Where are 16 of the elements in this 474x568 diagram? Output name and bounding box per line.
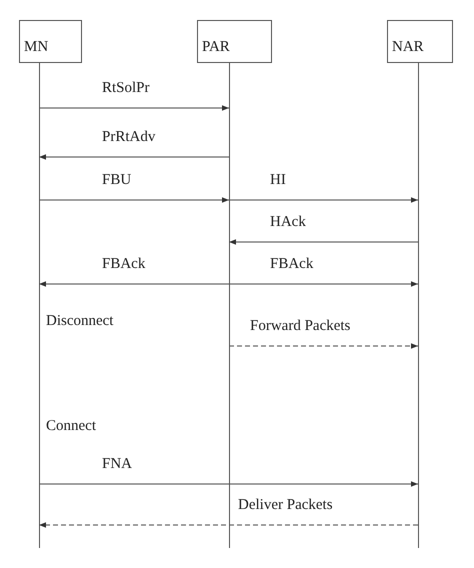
arrow <box>38 154 230 160</box>
arrow <box>38 481 418 487</box>
participant-name: MN <box>24 39 48 56</box>
state-note: Connect <box>46 418 96 435</box>
arrow <box>38 105 230 111</box>
arrow <box>38 197 230 203</box>
participant-name: NAR <box>392 39 424 56</box>
state-note: Disconnect <box>46 313 114 330</box>
arrow <box>38 281 230 287</box>
arrow <box>228 197 418 203</box>
arrow <box>228 281 418 287</box>
arrow <box>228 239 418 245</box>
participant-name: PAR <box>202 39 230 56</box>
participant <box>387 20 453 535</box>
dashed-arrow <box>228 343 418 349</box>
dashed-arrow <box>38 522 418 528</box>
